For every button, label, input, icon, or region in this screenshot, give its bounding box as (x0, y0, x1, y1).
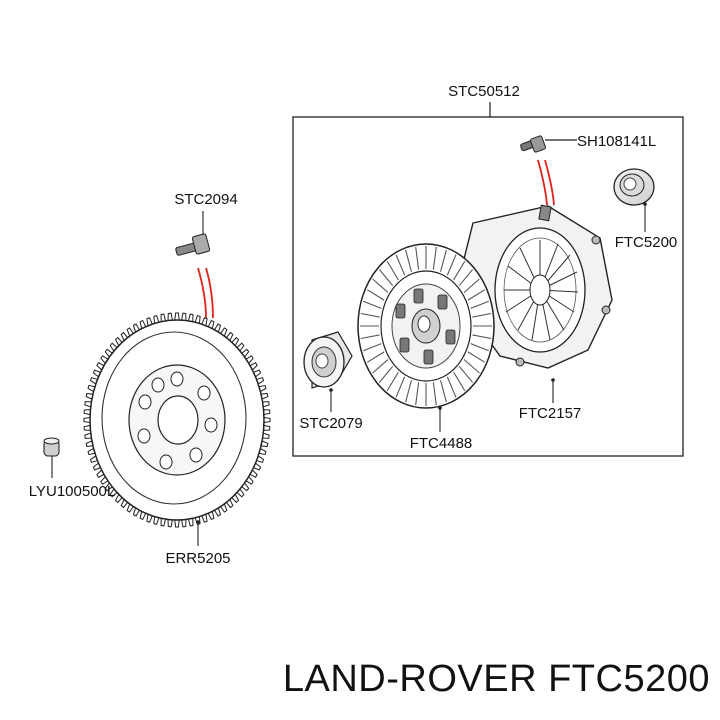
clutch-disc-ray (439, 249, 447, 272)
label-clutch-disc: FTC4488 (410, 435, 473, 452)
clutch-disc-ray (386, 371, 399, 392)
clutch-disc-ray (363, 300, 382, 309)
clutch-disc-ray (470, 300, 489, 309)
clutch-disc-ray (472, 334, 492, 340)
clutch-disc-ray (453, 260, 466, 281)
label-pressure-plate: FTC2157 (519, 405, 582, 422)
clutch-disc-ray (458, 269, 474, 287)
clutch-disc-ray (467, 351, 486, 363)
clutch-disc-ray (415, 382, 420, 406)
clutch-disc-ray (405, 249, 413, 272)
clutch-disc-ray (458, 365, 474, 383)
clutch-disc-ray (432, 382, 437, 406)
clutch-disc-ray (446, 254, 457, 276)
clutch-disc-ray (372, 359, 389, 374)
clutch-disc-ray (366, 351, 385, 363)
flywheel-tooth (83, 416, 91, 424)
clutch-disc-ray (395, 376, 406, 398)
label-kit: STC50512 (448, 83, 520, 100)
clutch-disc-ray (439, 380, 447, 403)
flywheel-bolt-drawing (175, 233, 211, 256)
flywheel-tooth (174, 312, 180, 321)
clutch-disc-ray (432, 246, 437, 270)
flywheel-tooth (263, 416, 271, 424)
release-bearing-drawing (613, 168, 655, 232)
clutch-disc-ray (415, 246, 420, 270)
clutch-disc-drawing (357, 243, 495, 432)
clutch-disc-ray (378, 269, 394, 287)
clutch-disc-ray (463, 278, 480, 293)
clutch-disc-ray (395, 254, 406, 276)
footer-part-number: FTC5200 (548, 658, 710, 700)
clutch-disc-ray (472, 312, 492, 318)
clutch-disc-ray (453, 371, 466, 392)
label-dowel: LYU100500L (29, 483, 115, 500)
kit-frame (292, 116, 684, 457)
flywheel-drawing (83, 312, 271, 546)
clutch-disc-ray (405, 380, 413, 403)
bolt-small-red-lines (537, 159, 555, 206)
label-flywheel-bolt: STC2094 (174, 191, 237, 208)
clutch-disc-ray (366, 289, 385, 301)
clutch-disc-ray (386, 260, 399, 281)
label-bolt-small: SH108141L (577, 133, 656, 150)
small-bolt-drawing (520, 135, 577, 153)
clutch-disc-ray (372, 278, 389, 293)
clutch-disc-ray (446, 376, 457, 398)
clutch-disc-ray (363, 343, 382, 352)
clutch-disc-ray (467, 289, 486, 301)
footer-title: LAND-ROVER FTC5200 (283, 658, 710, 701)
label-release-bearing: FTC5200 (615, 234, 678, 251)
flywheel-tooth (174, 519, 180, 528)
label-flywheel: ERR5205 (165, 550, 230, 567)
pressure-plate-drawing (459, 204, 613, 403)
clutch-disc-ray (470, 343, 489, 352)
flywheel-bolt-red-lines (197, 267, 214, 319)
clutch-disc-ray (463, 359, 480, 374)
label-pilot-bearing: STC2079 (299, 415, 362, 432)
clutch-disc-ray (360, 312, 380, 318)
pilot-bearing-drawing (303, 331, 353, 412)
dowel-drawing (43, 437, 60, 478)
footer-brand: LAND-ROVER (282, 658, 538, 700)
clutch-disc-ray (360, 334, 380, 340)
clutch-disc-ray (378, 365, 394, 383)
